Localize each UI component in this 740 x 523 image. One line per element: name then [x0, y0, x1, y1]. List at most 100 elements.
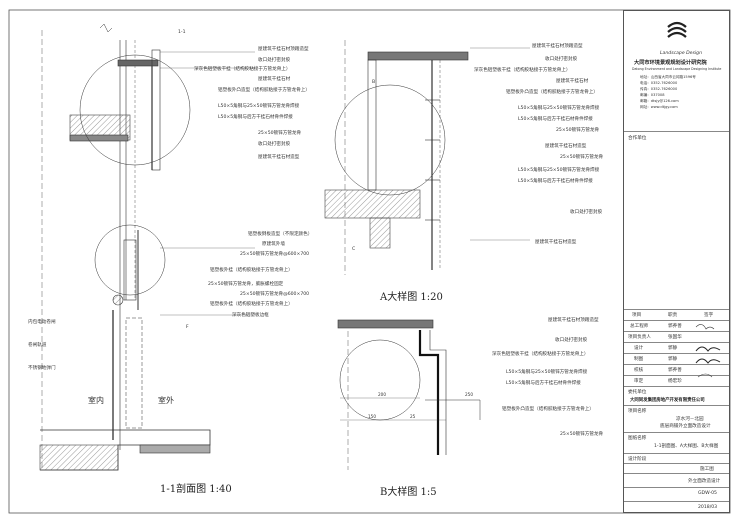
marker-f: F	[186, 325, 189, 330]
note: 深灰色铝塑板干挂（结构胶粘接于方管龙骨上）	[492, 352, 589, 357]
note: 屋建筑干挂石材	[258, 77, 291, 82]
name-cell: 郭养善	[668, 368, 682, 373]
note: L50×5角钢与25×50镀锌方管龙骨焊接	[518, 106, 600, 111]
client-label: 委托单位	[628, 390, 647, 395]
client-name: 大同同发集团房地产开发有限责任公司	[630, 398, 705, 403]
section-tag: 1-1	[178, 30, 186, 35]
name-cell: 郭养善	[668, 324, 682, 329]
drawing-label: 图纸名称	[628, 436, 647, 441]
note: 不锈钢地弹门	[28, 366, 56, 371]
dimension: 250	[465, 392, 473, 397]
note: 25×50镀锌方管龙骨	[556, 128, 600, 133]
note: 25×50镀锌方管龙骨，膨胀螺栓固定	[208, 282, 284, 287]
name-cell: 职责	[668, 313, 678, 318]
note: 25×50镀锌方管龙骨@600×700	[240, 252, 310, 257]
contact-line: 电话：0352-7626000	[640, 81, 678, 85]
note: 屋建筑干挂石材顶踏造型	[548, 318, 599, 323]
note: L50×5角钢与25×50镀锌方管龙骨焊接	[518, 168, 600, 173]
drawing-date: 2018/03	[698, 505, 718, 510]
note: 深灰色铝塑板干挂（结构胶粘接于方管龙骨上）	[474, 68, 571, 73]
project-sub: 底层商铺外立面改造设计	[660, 424, 711, 429]
note: 25×50镀锌方管龙骨	[560, 155, 604, 160]
note: L50×5角钢与后方干挂石材骨件焊接	[518, 179, 593, 184]
note: 屋建筑干挂石材造型	[545, 144, 587, 149]
phase-label: 设计阶段	[628, 457, 647, 462]
room-inside: 室内	[88, 396, 104, 405]
role-cell: 制图	[634, 357, 644, 362]
note: 屋建筑干挂石材	[556, 79, 589, 84]
note: 深灰色铝塑板边框	[232, 313, 269, 318]
note: 收口处打密封胶	[545, 57, 578, 62]
note: 屋建筑干挂石材顶踏造型	[258, 47, 309, 52]
detail-a-title: A大样图 1:20	[380, 292, 443, 303]
room-outside: 室外	[158, 396, 174, 405]
note: L50×5角钢与后方干挂石材骨件焊接	[518, 117, 593, 122]
note: 收口处打密封胶	[570, 210, 603, 215]
section-1-1	[39, 23, 255, 471]
note: L50×5角钢与后方干挂石材骨件焊接	[218, 115, 293, 120]
dimension: 200	[378, 392, 386, 397]
detail-b	[337, 319, 481, 470]
spec-value: 外立面改造设计	[688, 479, 721, 484]
note: 25×50镀锌方管龙骨	[560, 432, 604, 437]
company-cn: 大同市环境景观规划设计研究院	[634, 60, 707, 66]
note: 收口处打密封胶	[258, 58, 291, 63]
note: 铝塑板倒板造型（不限定颜色）	[248, 232, 313, 237]
marker-b: B	[372, 80, 376, 85]
sign-cell: 签字	[704, 313, 714, 318]
contact-line: 传真：0352-7626000	[640, 87, 678, 91]
note: L50×5角钢与25×50镀锌方管龙骨焊接	[218, 104, 300, 109]
title-block: Landscape Design 大同市环境景观规划设计研究院 Datong E…	[623, 10, 730, 513]
note: 25×50镀锌方管龙骨	[258, 131, 302, 136]
company-en: Landscape Design	[660, 51, 702, 56]
project-name: 凉水河－北园	[676, 417, 704, 422]
note: 深灰色铝塑板干挂（结构胶粘接于方管龙骨上）	[194, 67, 291, 72]
role-cell: 校核	[634, 368, 644, 373]
note: L50×5角钢与25×50镀锌方管龙骨焊接	[506, 370, 588, 375]
note: 铝塑板外凸造型（结构胶粘接于方管龙骨上）	[218, 88, 310, 93]
role-cell: 设计	[634, 346, 644, 351]
name-cell: 郭静	[668, 346, 678, 351]
note: 25×50镀锌方管龙骨@600×700	[240, 292, 310, 297]
name-cell: 张国华	[668, 335, 682, 340]
contact-line: 地址：山西省大同市云冈路1596号	[640, 75, 696, 79]
role-cell: 审定	[634, 379, 644, 384]
contact-line: 邮编：037008	[640, 93, 665, 97]
project-label: 项目名称	[628, 409, 647, 414]
note: 卷闸轨道	[28, 343, 47, 348]
name-cell: 杨宏珍	[668, 379, 682, 384]
note: L50×5角钢与后方干挂石材骨件焊接	[506, 381, 581, 386]
company-logo	[667, 21, 687, 38]
note: 收口处打密封胶	[555, 338, 588, 343]
dimension: 150	[368, 414, 376, 419]
note: 屋建筑干挂石材造型	[258, 155, 300, 160]
detail-b-title: B大样图 1:5	[380, 487, 437, 498]
note: 屋建筑干挂石材顶踏造型	[532, 44, 583, 49]
note: 屋建筑干挂石材造型	[535, 240, 577, 245]
detail-a	[324, 40, 530, 275]
note: 原建筑外墙	[262, 242, 285, 247]
company-sub: Datong Environment and Landscape Designi…	[632, 67, 722, 71]
signature-marks	[695, 324, 721, 378]
role-cell: 项目负责人	[628, 335, 651, 340]
contact-line: 网址：www.dtjgy.com	[640, 105, 678, 109]
marker-c: C	[352, 247, 356, 252]
role-cell: 项目	[632, 313, 642, 318]
phase-value: 施工图	[700, 467, 714, 472]
note: 铝塑板外凸造型（结构胶粘接于方管龙骨上）	[502, 407, 594, 412]
note: 铝塑板外挂（结构胶粘接于方管龙骨上）	[210, 302, 293, 307]
partner-label: 合作单位	[628, 136, 647, 141]
role-cell: 总工程师	[630, 324, 649, 329]
note: 铝塑板外凸造型（结构胶粘接于方管龙骨上）	[506, 90, 598, 95]
dimension: 25	[410, 414, 416, 419]
name-cell: 郭静	[668, 357, 678, 362]
note: 收口处打密封胶	[258, 142, 291, 147]
drawing-number: GDW-05	[698, 491, 717, 496]
note: 铝塑板外挂（结构胶粘接于方管龙骨上）	[210, 268, 293, 273]
note: 内包电动卷闸	[28, 320, 56, 325]
section-title: 1-1剖面图 1:40	[160, 484, 232, 495]
contact-line: 邮箱：dtsjy@126.com	[640, 99, 679, 103]
sheet-border	[8, 9, 731, 514]
drawing-name: 1-1剖面图、A大样图、B大样图	[654, 444, 719, 449]
